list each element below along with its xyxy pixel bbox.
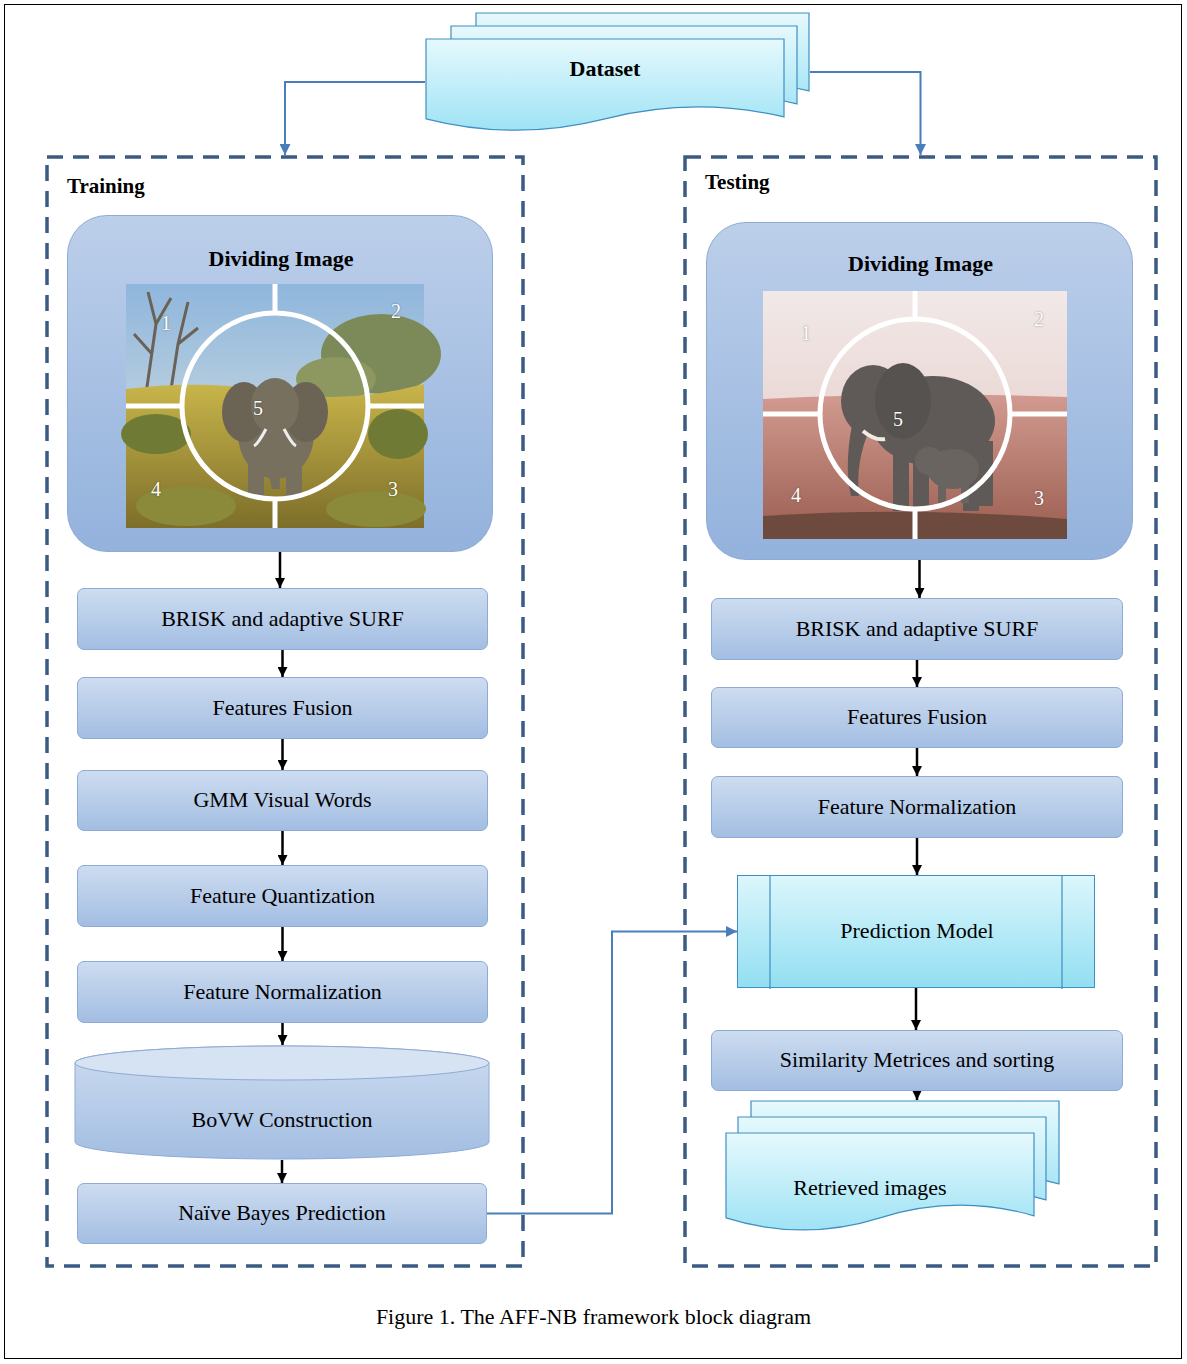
node-label: Prediction Model (774, 918, 1060, 944)
process-box: Naïve Bayes Prediction (77, 1183, 487, 1244)
database-cylinder: BoVW Construction (74, 1045, 490, 1160)
node-label: Retrieved images (725, 1175, 1015, 1201)
figure-caption: Figure 1. The AFF-NB framework block dia… (0, 1304, 1187, 1330)
process-box: Feature Normalization (711, 776, 1123, 838)
callout-number: 1 (801, 321, 811, 345)
process-box: Similarity Metrices and sorting (711, 1030, 1123, 1091)
cylinder-shape (74, 1045, 490, 1160)
process-box: Features Fusion (711, 687, 1123, 748)
callout-number: 1 (161, 311, 171, 335)
node-label: BoVW Construction (74, 1107, 490, 1133)
flow-arrow (916, 1091, 919, 1100)
predefined-process: Prediction Model (737, 875, 1095, 988)
training-group: Training (45, 155, 525, 1268)
process-box: Features Fusion (77, 677, 488, 739)
callout-number: 5 (253, 396, 263, 420)
flow-arrow (281, 739, 284, 770)
process-box: Feature Quantization (77, 865, 488, 927)
process-box: BRISK and adaptive SURF (77, 588, 488, 650)
group-title: Testing (705, 170, 925, 195)
node-label: Dividing Image (707, 251, 1134, 277)
flow-arrow (916, 748, 919, 776)
flow-arrow (285, 82, 425, 155)
flow-arrow (916, 838, 919, 875)
output-document: Retrieved images (725, 1100, 1060, 1235)
node-label: BRISK and adaptive SURF (86, 606, 479, 632)
callout-number: 3 (1034, 486, 1044, 510)
node-label: Feature Normalization (720, 794, 1114, 820)
flow-arrow (281, 650, 284, 677)
callout-number: 2 (391, 299, 401, 323)
process-box: BRISK and adaptive SURF (711, 598, 1123, 660)
dividing-image-box: Dividing Image 1 2 5 4 3 (706, 222, 1133, 560)
process-box: GMM Visual Words (77, 770, 488, 831)
flow-arrow (918, 560, 921, 598)
flow-arrow (916, 660, 919, 687)
node-label: Features Fusion (86, 695, 479, 721)
flow-arrow (281, 927, 284, 961)
dividing-image-box: Dividing Image 1 2 5 4 3 (67, 215, 493, 552)
callout-number: 3 (388, 477, 398, 501)
flow-arrow (281, 1023, 284, 1045)
node-label: GMM Visual Words (86, 787, 479, 813)
dataset-document: Dataset (425, 12, 810, 135)
process-box: Feature Normalization (77, 961, 488, 1023)
callout-number: 5 (893, 407, 903, 431)
flow-arrow (279, 552, 282, 588)
node-label: Similarity Metrices and sorting (720, 1047, 1114, 1073)
node-label: Dataset (425, 56, 785, 82)
document-stack-shape (725, 1100, 1060, 1235)
node-label: Dividing Image (68, 246, 494, 272)
flow-arrow (281, 1160, 284, 1183)
node-label: Naïve Bayes Prediction (86, 1200, 478, 1226)
flow-arrow (281, 831, 284, 865)
callout-number: 2 (1034, 307, 1044, 331)
node-label: Features Fusion (720, 704, 1114, 730)
group-title: Training (67, 174, 287, 199)
callout-number: 4 (151, 477, 161, 501)
flow-arrow (915, 988, 918, 1030)
testing-group: Testing (683, 155, 1158, 1268)
node-label: BRISK and adaptive SURF (720, 616, 1114, 642)
node-label: Feature Quantization (86, 883, 479, 909)
flow-arrow (810, 72, 921, 155)
node-label: Feature Normalization (86, 979, 479, 1005)
callout-number: 4 (791, 483, 801, 507)
